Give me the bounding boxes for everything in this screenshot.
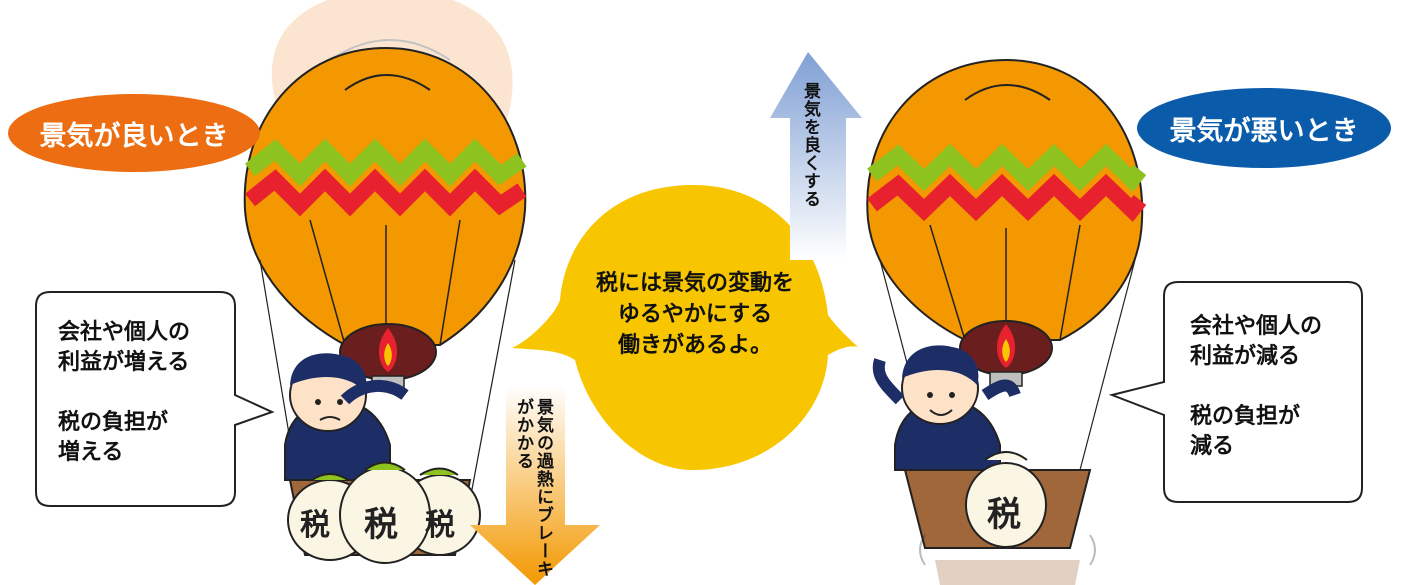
tax-bag-label: 税 [300, 508, 330, 543]
right-speech-bubble [1108, 281, 1363, 503]
center-bubble-text: 税には景気の変動を ゆるやかにする 働きがあるよ。 [595, 271, 794, 358]
right-bubble-text: 会社や個人の 利益が減る 税の負担が 減る [1190, 314, 1323, 459]
left-businessman [284, 353, 409, 481]
down-arrow-text: 景気の過熱にブレーキがかかる [513, 398, 553, 578]
right-basket [903, 451, 1092, 549]
left-balloon [243, 46, 527, 501]
left-speech-bubble [35, 291, 275, 507]
label-good-economy: 景気が良いとき [8, 94, 260, 172]
right-businessman [872, 345, 1021, 471]
right-balloon [866, 58, 1147, 471]
label-bad-economy: 景気が悪いとき [1137, 88, 1391, 168]
center-speech-bubble [512, 185, 858, 470]
tax-bag-label: 税 [364, 505, 398, 545]
right-ghost-basket [919, 534, 1096, 585]
down-arrow [470, 385, 600, 585]
up-arrow [770, 52, 862, 260]
tax-bag-label: 税 [425, 508, 455, 543]
tax-bag-label: 税 [987, 495, 1021, 535]
up-arrow-text: 景気を良くする [800, 82, 820, 208]
left-basket [287, 461, 481, 564]
left-bubble-text: 会社や個人の 利益が増える 税の負担が 増える [58, 320, 191, 465]
